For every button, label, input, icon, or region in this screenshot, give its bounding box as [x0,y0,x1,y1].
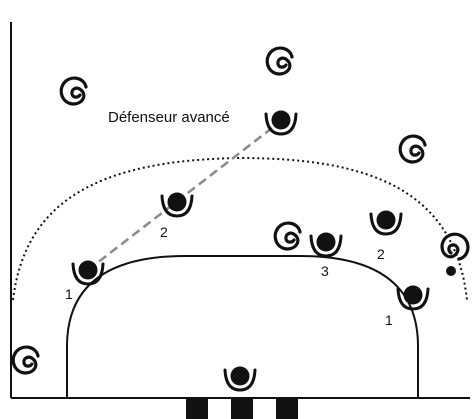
defender-icon [160,191,194,218]
defender-icon [396,284,430,311]
free-throw-line [12,156,468,301]
attacker-icon [273,221,302,251]
defender-number-left-1: 1 [65,286,73,302]
defender-number-right-2: 2 [377,246,385,262]
defender-icon [264,109,298,136]
defender-icon [369,209,403,236]
attacker-icon [440,232,470,261]
attacker-icon [11,345,40,375]
advanced-defender-label: Défenseur avancé [108,109,230,126]
goal-post-right [276,399,298,419]
defender-number-left-2: 2 [160,224,168,240]
goalkeeper-icon [223,365,257,392]
attacker-icon [265,46,294,76]
ball-icon [446,266,456,276]
defender-number-right-1: 1 [385,312,393,328]
defender-icon [309,231,343,258]
goal-post-middle [231,399,253,419]
attacker-icon [59,76,88,106]
attacker-icon [398,134,427,164]
defender-icon [71,259,105,286]
goal-post-left [186,399,208,419]
defender-number-center-3: 3 [321,263,329,279]
